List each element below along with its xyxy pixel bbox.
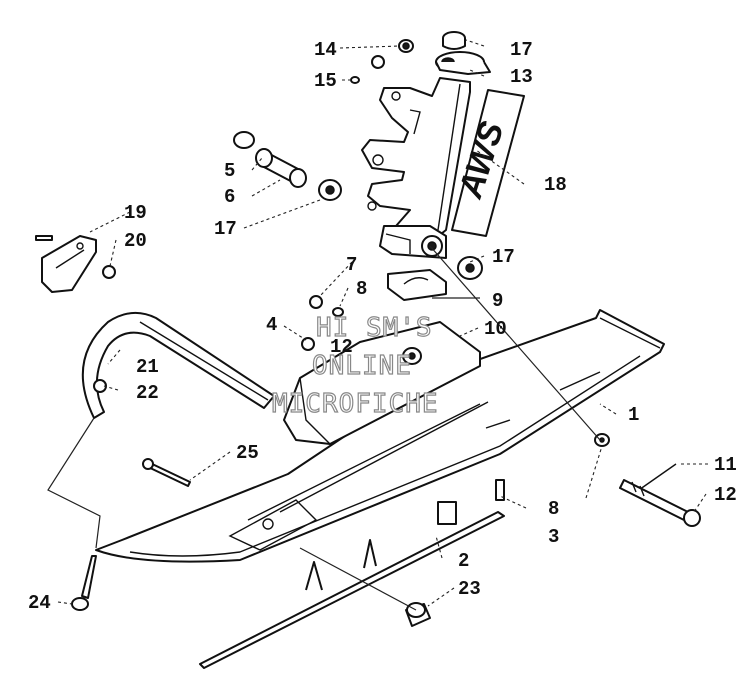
bolt-24 xyxy=(71,555,97,611)
callout-20: 19 xyxy=(124,202,147,224)
callout-2: 2 xyxy=(458,550,469,572)
washer-8a xyxy=(332,307,344,317)
callout-11: 12 xyxy=(330,336,353,358)
spindle-cap xyxy=(435,51,491,75)
callout-8-bottom: 8 xyxy=(548,498,559,520)
ski-loop-22 xyxy=(81,311,275,419)
leader-lines xyxy=(47,39,708,611)
callout-14: 13 xyxy=(510,66,533,88)
bushing-17a xyxy=(318,179,342,201)
callout-10: 10 xyxy=(484,318,507,340)
callout-12: 11 xyxy=(714,454,737,476)
callout-13: 12 xyxy=(714,484,737,506)
nut-4 xyxy=(301,337,315,351)
callout-15: 14 xyxy=(314,39,337,61)
callout-23-left: 22 xyxy=(136,382,159,404)
callout-18: 18 xyxy=(544,174,567,196)
callout-17-right: 17 xyxy=(492,246,515,268)
washer-15 xyxy=(398,39,414,53)
callout-4: 4 xyxy=(266,314,277,336)
callout-5: 5 xyxy=(224,160,235,182)
callout-6: 6 xyxy=(224,186,235,208)
bushing-5 xyxy=(233,131,255,149)
bolt-13 xyxy=(619,479,701,527)
callout-21: 20 xyxy=(124,230,147,252)
watermark-line-1: HI SM'S xyxy=(316,313,433,343)
callout-23-bottom: 23 xyxy=(458,578,481,600)
sleeve-6 xyxy=(255,148,307,188)
callout-22: 21 xyxy=(136,356,159,378)
nut-21 xyxy=(102,265,116,279)
spindle-mount-10 xyxy=(283,321,481,445)
grease-fitting-16 xyxy=(350,76,360,84)
callout-24: 24 xyxy=(28,592,51,614)
bolt-25 xyxy=(142,458,191,487)
watermark: HI SM'S ONLINE MICROFICHE xyxy=(271,312,439,419)
bumper-bracket-20 xyxy=(35,235,97,293)
wear-bar-2 xyxy=(199,511,505,669)
cotter-pin-12 xyxy=(635,463,677,493)
callout-8-top: 8 xyxy=(356,278,367,300)
bushing-17b xyxy=(457,256,483,280)
nut-15b xyxy=(371,55,385,69)
callout-16: 15 xyxy=(314,70,337,92)
plug-19 xyxy=(442,31,466,50)
spindle xyxy=(361,77,471,259)
watermark-line-2: ONLINE xyxy=(312,351,412,381)
callout-9: 9 xyxy=(492,290,503,312)
callout-25: 25 xyxy=(236,442,259,464)
callout-3: 3 xyxy=(548,526,559,548)
saddle-block-9 xyxy=(387,269,447,301)
callout-17-left: 17 xyxy=(214,218,237,240)
ski-1 xyxy=(95,309,665,563)
callout-1: 1 xyxy=(628,404,639,426)
stud-3 xyxy=(437,479,505,525)
callout-labels: 14 15 17 13 5 6 17 18 17 9 19 20 7 8 4 1… xyxy=(28,39,737,614)
callout-19: 17 xyxy=(510,39,533,61)
callout-7: 7 xyxy=(346,254,357,276)
watermark-line-3: MICROFICHE xyxy=(272,389,439,419)
nut-7 xyxy=(309,295,323,309)
